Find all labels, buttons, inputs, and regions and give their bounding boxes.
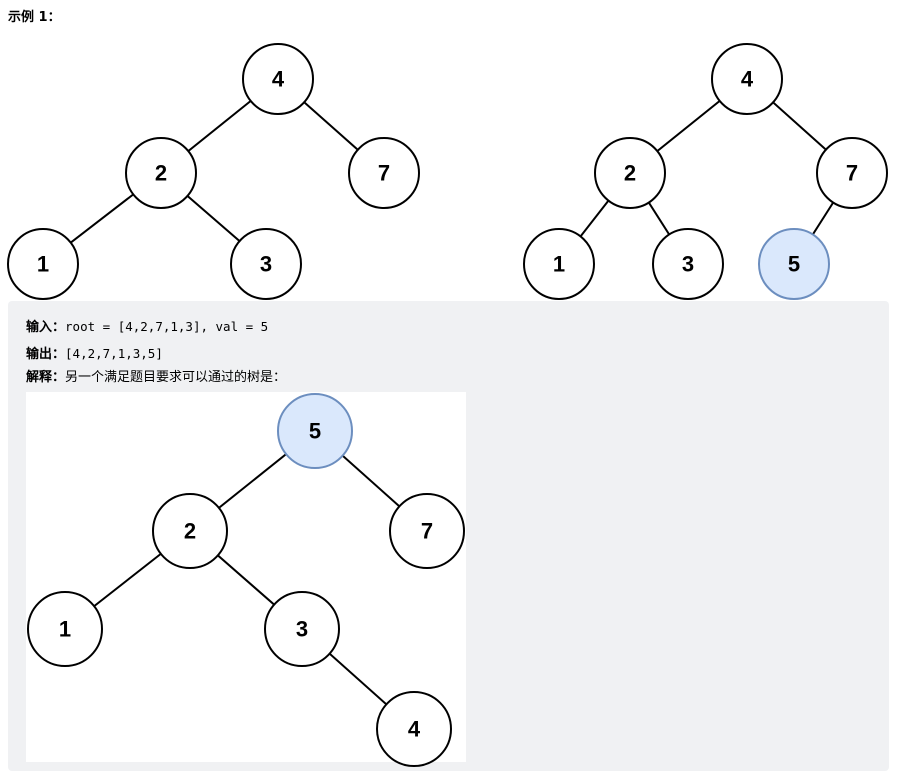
node-label: 7	[378, 161, 390, 186]
output-value: [4,2,7,1,3,5]	[65, 346, 163, 361]
node-label: 1	[553, 252, 565, 277]
tree-node	[152, 493, 228, 569]
tree-node	[348, 137, 420, 209]
explanation-label: 解释：	[26, 370, 66, 385]
tree-node	[389, 493, 465, 569]
input-label: 输入：	[26, 320, 66, 335]
explanation-value: 另一个满足题目要求可以通过的树是：	[65, 370, 287, 385]
tree-after-diagram: 4 2 7 1 3 5	[523, 43, 888, 300]
example-heading: 示例 1：	[8, 10, 61, 25]
input-line: 输入：root = [4,2,7,1,3], val = 5	[26, 317, 268, 337]
tree-node	[7, 228, 79, 300]
node-label: 5	[788, 252, 800, 277]
node-label: 3	[682, 252, 694, 277]
node-label: 2	[155, 161, 167, 186]
tree-node	[242, 43, 314, 115]
node-label: 1	[59, 617, 71, 642]
tree-node	[711, 43, 783, 115]
node-label: 5	[309, 419, 321, 444]
tree-node	[652, 228, 724, 300]
output-line: 输出：[4,2,7,1,3,5]	[26, 344, 163, 364]
tree-before-diagram: 4 2 7 1 3	[7, 43, 420, 300]
node-label: 4	[272, 67, 285, 92]
explanation-line: 解释：另一个满足题目要求可以通过的树是：	[26, 368, 286, 388]
tree-node	[816, 137, 888, 209]
output-label: 输出：	[26, 347, 66, 362]
tree-node	[594, 137, 666, 209]
node-label: 7	[846, 161, 858, 186]
node-label: 1	[37, 252, 49, 277]
tree-node	[230, 228, 302, 300]
tree-node-highlighted	[277, 393, 353, 469]
node-label: 2	[624, 161, 636, 186]
node-label: 3	[260, 252, 272, 277]
tree-alternative-diagram: 5 2 7 1 3 4	[27, 393, 465, 767]
tree-node	[125, 137, 197, 209]
node-label: 2	[184, 519, 196, 544]
tree-node	[27, 591, 103, 667]
tree-node	[264, 591, 340, 667]
node-label: 4	[741, 67, 754, 92]
node-label: 7	[421, 519, 433, 544]
tree-node	[523, 228, 595, 300]
node-label: 4	[408, 717, 421, 742]
tree-node-highlighted	[758, 228, 830, 300]
node-label: 3	[296, 617, 308, 642]
input-value: root = [4,2,7,1,3], val = 5	[65, 319, 269, 334]
